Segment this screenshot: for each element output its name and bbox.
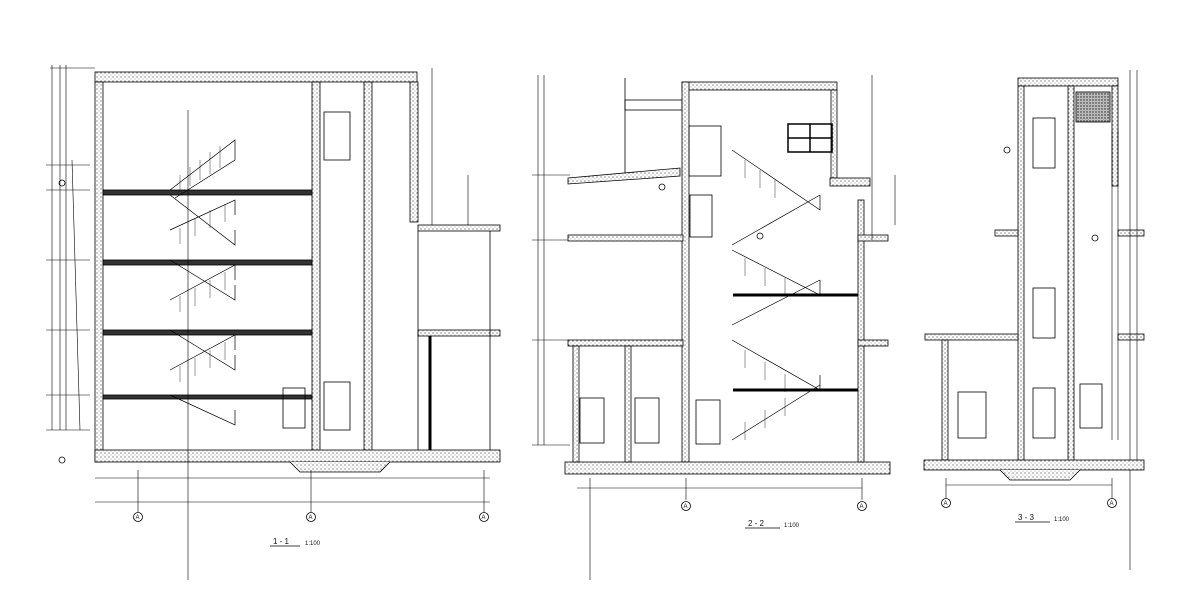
right-dimension-lines-1 — [431, 68, 469, 225]
slab-3a — [924, 333, 1019, 341]
grid-mark-2b: A — [860, 504, 864, 510]
right-dimension-lines-3 — [1111, 70, 1138, 460]
roof-slab-2 — [681, 81, 838, 91]
level-marker-3 — [1003, 146, 1011, 154]
grid-mark-3a: A — [944, 501, 948, 507]
right-wall-1 — [409, 81, 419, 223]
shaft-door-3b — [1032, 287, 1056, 339]
inner-wall-3 — [941, 339, 949, 461]
door-2a — [688, 125, 722, 177]
section-3-3 — [923, 70, 1145, 570]
section-scale-3: 1:100 — [1054, 517, 1070, 523]
grid-bubble-2b — [857, 501, 867, 511]
grid-mark-1a: A — [136, 515, 140, 521]
elevator-door-upper-1 — [323, 111, 351, 161]
slab-2b — [567, 339, 684, 347]
stair-balusters-2 — [744, 160, 786, 440]
floor-slab-1c — [102, 329, 313, 336]
stair-balusters-1 — [179, 146, 226, 382]
sloped-roof-2 — [567, 167, 681, 185]
left-wall-3 — [1017, 85, 1025, 465]
slab-3c — [1117, 229, 1145, 237]
core-wall-a-2 — [681, 81, 690, 463]
door-2b — [579, 397, 605, 444]
slab-3d — [1117, 333, 1145, 341]
grid-mark-1b: A — [309, 515, 313, 521]
level-marker-3b — [1091, 234, 1099, 242]
level-marker-2b — [756, 232, 764, 240]
grid-mark-3b: A — [1110, 501, 1114, 507]
grid-bubble-3a — [941, 498, 951, 508]
slab-2a — [567, 234, 684, 242]
door-3d — [1079, 383, 1103, 429]
grid-bubble-3b — [1107, 498, 1117, 508]
level-marker-1 — [58, 179, 66, 187]
left-dimension-lines-2 — [532, 75, 570, 446]
inner-wall-2b — [624, 345, 632, 463]
door-2c — [634, 397, 660, 444]
section-1-1 — [46, 65, 501, 580]
level-marker-1b — [58, 456, 66, 464]
louver-3 — [1075, 91, 1111, 123]
left-dimension-lines-1 — [46, 65, 95, 431]
slab-3b — [994, 229, 1019, 237]
section-title-1: 1 - 1 — [273, 537, 290, 546]
floor-slab-1a — [102, 189, 313, 196]
door-2d — [695, 399, 721, 445]
section-title-3: 3 - 3 — [1018, 513, 1035, 522]
right-slab-2b — [857, 339, 889, 347]
stair-flights-1 — [169, 139, 236, 426]
floor-slab-1b — [102, 259, 313, 266]
door-1 — [282, 387, 306, 429]
annex-slab-1 — [417, 224, 501, 232]
right-wall-2 — [857, 199, 865, 463]
door-3e — [957, 391, 987, 439]
mid-wall-3 — [1067, 85, 1075, 465]
inner-wall-2a — [572, 345, 580, 463]
right-slab-2c — [829, 177, 871, 187]
pit-3 — [999, 469, 1081, 481]
shaft-wall-a-1 — [311, 81, 321, 463]
section-2-2 — [532, 75, 896, 580]
pit-1 — [289, 461, 391, 473]
roof-slab-3 — [1017, 77, 1119, 87]
grid-bubble-1b — [306, 512, 316, 522]
right-dimension-lines-2 — [871, 75, 896, 240]
shaft-door-3c — [1032, 387, 1056, 439]
roof-slab-1 — [94, 71, 418, 83]
grid-bubble-1a — [133, 512, 143, 522]
ground-slab-3 — [923, 459, 1145, 471]
grid-bubble-2a — [681, 501, 691, 511]
shaft-wall-b-1 — [363, 81, 373, 463]
section-scale-1: 1:100 — [305, 541, 321, 547]
level-marker-2 — [658, 183, 666, 191]
bottom-grid-lines-1 — [95, 110, 490, 580]
door-2e — [689, 194, 713, 238]
right-wall-3 — [1111, 85, 1119, 187]
bottom-grid-lines-3 — [945, 470, 1131, 570]
grid-mark-1c: A — [482, 515, 486, 521]
section-title-2: 2 - 2 — [748, 519, 765, 528]
ground-slab-2 — [564, 461, 891, 475]
ground-slab-1 — [94, 449, 501, 463]
floor-slab-1d — [102, 394, 313, 400]
right-slab-2a — [857, 234, 889, 242]
grid-mark-2a: A — [684, 504, 688, 510]
grid-bubble-1c — [479, 512, 489, 522]
section-scale-2: 1:100 — [784, 523, 800, 529]
annex-slab-1b — [417, 329, 501, 337]
left-wall-1 — [94, 81, 104, 463]
elevator-door-lower-1 — [323, 381, 351, 431]
shaft-door-3a — [1032, 117, 1056, 169]
bottom-grid-lines-2 — [577, 478, 863, 580]
parapet-2 — [624, 99, 683, 111]
